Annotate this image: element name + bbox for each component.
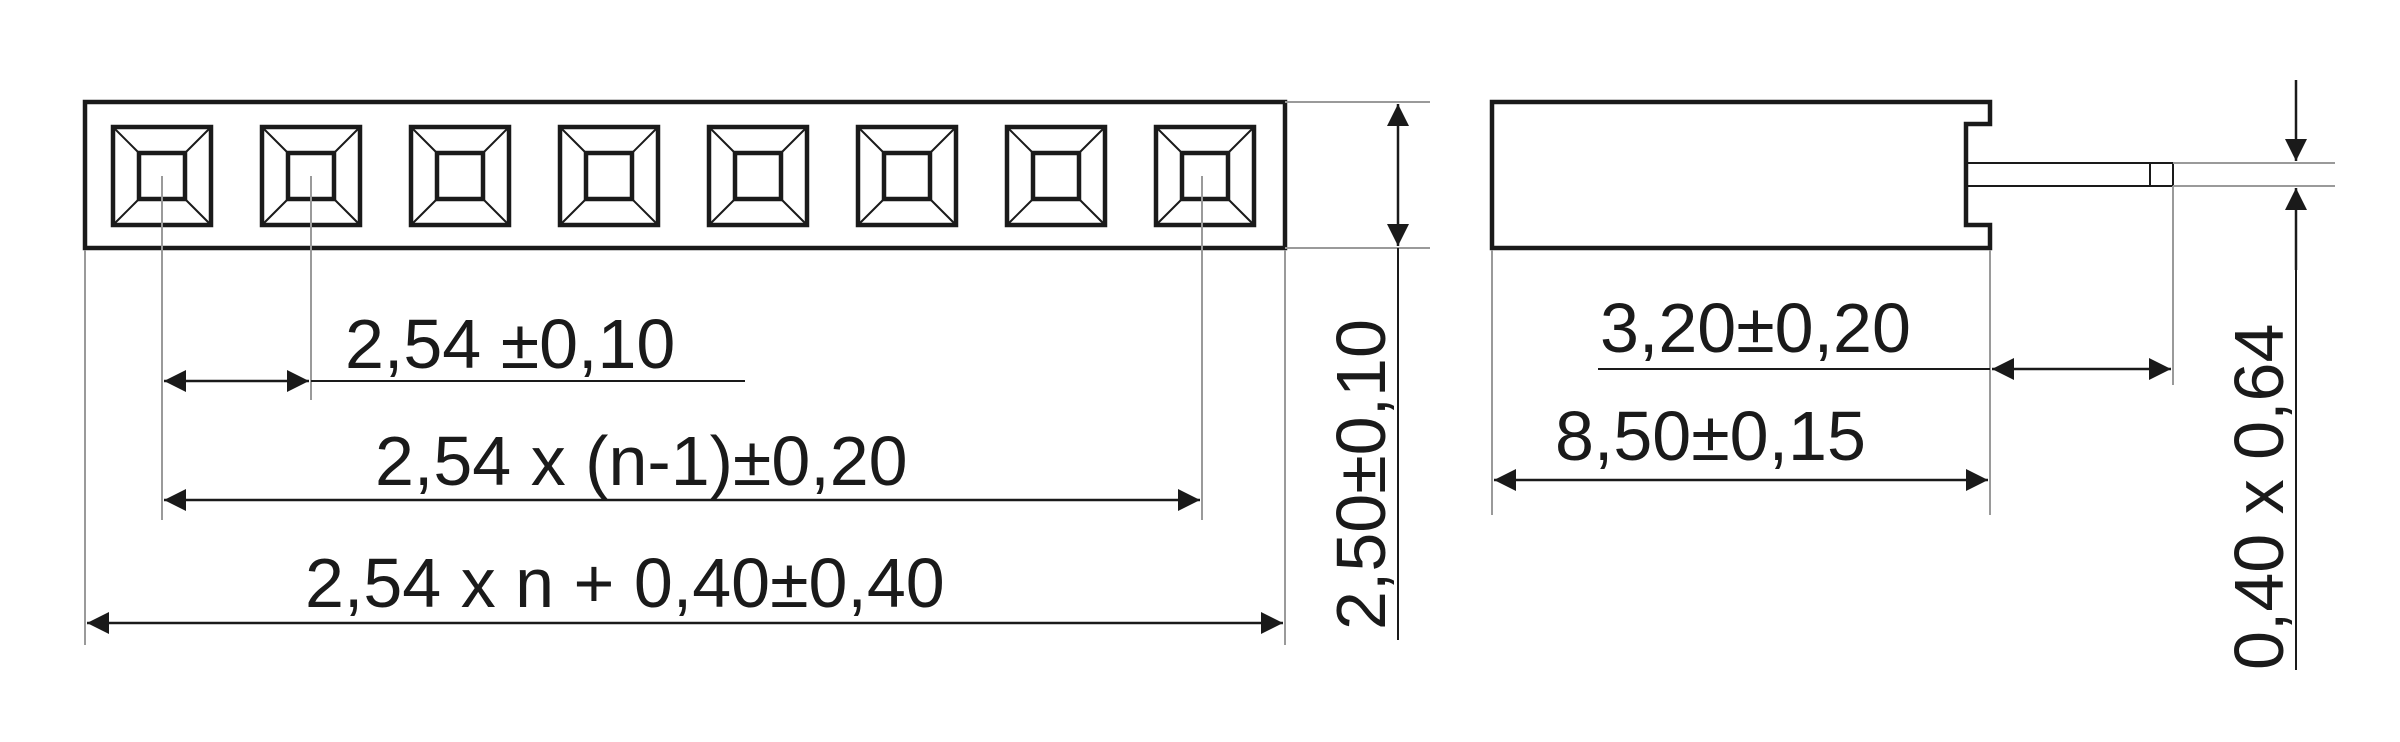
front-view-body xyxy=(82,99,1288,251)
height-label: 2,50±0,10 xyxy=(1322,319,1400,630)
contact-cavity xyxy=(706,124,810,228)
contact-cavity xyxy=(557,124,661,228)
pitch-label: 2,54 ±0,10 xyxy=(345,305,675,383)
pin-section-label: 0,40 x 0,64 xyxy=(2220,324,2298,670)
front-extension-lines xyxy=(84,101,1430,645)
pitch-dimension: 2,54 ±0,10 xyxy=(164,305,745,392)
pin-outline xyxy=(1966,162,2151,187)
span-pitch-dimension: 2,54 x (n-1)±0,20 xyxy=(164,422,1200,511)
contact-cavity xyxy=(1153,124,1257,228)
overall-length-label: 2,54 x n + 0,40±0,40 xyxy=(305,544,945,622)
side-view xyxy=(1489,99,2174,251)
pin-protrusion-dimension: 3,20±0,20 xyxy=(1598,289,2171,380)
contact-cavity xyxy=(855,124,959,228)
pin-protrusion-label: 3,20±0,20 xyxy=(1600,289,1911,367)
span-pitch-label: 2,54 x (n-1)±0,20 xyxy=(375,422,908,500)
front-view xyxy=(82,99,1288,251)
body-depth-label: 8,50±0,15 xyxy=(1555,397,1866,475)
pin-section-dimension: 0,40 x 0,64 xyxy=(2220,80,2307,670)
contact-cavity xyxy=(408,124,512,228)
overall-length-dimension: 2,54 x n + 0,40±0,40 xyxy=(87,544,1283,634)
height-dimension: 2,50±0,10 xyxy=(1322,104,1409,640)
contact-cavity xyxy=(1004,124,1108,228)
side-extension-lines xyxy=(1491,162,2335,515)
body-depth-dimension: 8,50±0,15 xyxy=(1494,397,1988,491)
contact-cavity xyxy=(259,124,363,228)
side-view-body xyxy=(1489,99,1993,251)
contact-row xyxy=(110,124,1257,228)
